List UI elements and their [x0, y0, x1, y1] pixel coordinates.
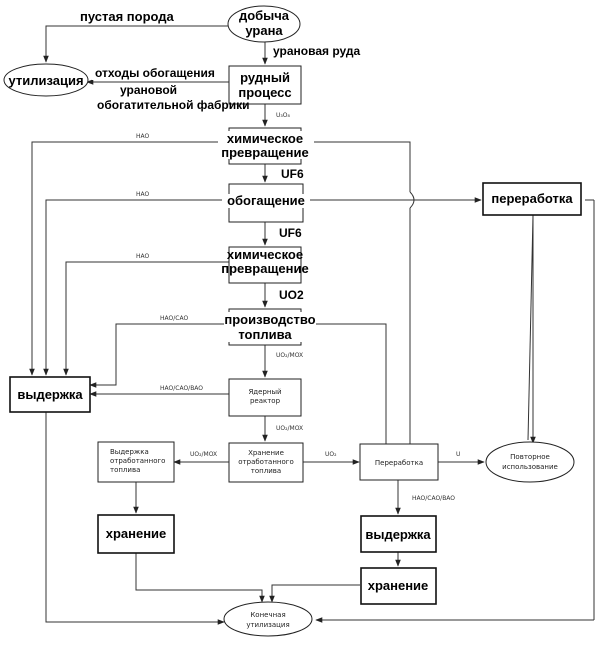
- arrow-waste-rock: [43, 25, 228, 63]
- label-hao-cao-bao-1: HAO/CAO/BAO: [160, 385, 203, 392]
- fuel-production-line-2: топлива: [238, 327, 292, 342]
- node-mining: добыча урана: [227, 5, 301, 43]
- node-ore-process: рудный процесс: [228, 65, 302, 105]
- mining-line-2: урана: [245, 23, 283, 38]
- edge-labels: пустая порода урановая руда отходы обога…: [80, 9, 460, 502]
- node-storage-left: выдержка: [9, 376, 91, 413]
- node-storage-right: хранение: [360, 567, 437, 605]
- reuse-line-2: использование: [502, 463, 558, 471]
- storage-right-label: хранение: [368, 578, 429, 593]
- label-uranium-ore: урановая руда: [273, 44, 360, 58]
- arrow-hao-cao: [89, 323, 229, 388]
- node-reuse: Повторное использование: [485, 441, 575, 483]
- arrow-decay-to-final: [45, 412, 225, 625]
- arrow-storage-right-to-final: [269, 584, 360, 603]
- spent-mid-line-1: Хранение: [248, 449, 284, 457]
- arrow-recycle-fuel: [300, 321, 387, 444]
- chem-conv-1-line-1: химическое: [227, 131, 303, 146]
- label-waste-rock: пустая порода: [80, 9, 175, 24]
- spent-left-line-1: Выдержка: [110, 448, 149, 456]
- reactor-line-1: Ядерный: [248, 388, 281, 396]
- label-hao-3: HAO: [136, 253, 150, 260]
- spent-mid-line-2: отработанного: [238, 458, 293, 466]
- node-spent-storage-mid: Хранение отработанного топлива: [228, 442, 304, 483]
- node-enrichment: обогащение: [222, 183, 310, 223]
- label-hao-cao: HAO/CAO: [160, 315, 188, 322]
- label-uo2: UO2: [279, 288, 304, 302]
- label-hao-cao-bao-2: HAO/CAO/BAO: [412, 495, 455, 502]
- label-uf6-a: UF6: [281, 167, 304, 181]
- label-tailings-2: урановой: [120, 83, 177, 97]
- line-reuse-aux: [527, 214, 534, 441]
- final-disposal-line-2: утилизация: [246, 621, 289, 629]
- storage-left-2-label: хранение: [106, 526, 167, 541]
- node-reprocessing-mid: Переработка: [359, 443, 439, 481]
- chem-conv-2-line-2: превращение: [221, 261, 308, 276]
- chem-conv-2-line-1: химическое: [227, 247, 303, 262]
- node-fuel-production: производство топлива: [224, 308, 316, 346]
- label-u-out: U: [456, 451, 460, 458]
- node-reactor: Ядерный реактор: [228, 378, 302, 417]
- mining-line-1: добыча: [239, 8, 290, 23]
- arrow-storage-to-final: [135, 553, 265, 603]
- arrow-hao-1: [29, 141, 229, 376]
- label-uo2-mox-2: UO₂/MOX: [276, 425, 303, 432]
- label-uf6-b: UF6: [279, 226, 302, 240]
- connectors: [29, 25, 595, 625]
- reprocessing-mid-label: Переработка: [375, 459, 423, 467]
- disposal-top-label: утилизация: [8, 73, 83, 88]
- arrow-hao-3: [63, 261, 229, 376]
- label-uo2-mox-1: UO₂/MOX: [276, 352, 303, 359]
- ore-process-line-2: процесс: [238, 85, 291, 100]
- chem-conv-1-line-2: превращение: [221, 145, 308, 160]
- decay-right-label: выдержка: [365, 527, 431, 542]
- storage-left-label: выдержка: [17, 387, 83, 402]
- node-final-disposal: Конечная утилизация: [223, 601, 313, 637]
- node-chem-conv-1: химическое превращение: [218, 127, 314, 165]
- label-u3o8: U₃O₈: [276, 112, 291, 119]
- reuse-line-1: Повторное: [510, 453, 550, 461]
- label-hao-2: HAO: [136, 191, 150, 198]
- line-chem1-right: [300, 141, 411, 192]
- node-chem-conv-2: химическое превращение: [221, 246, 309, 284]
- final-disposal-line-1: Конечная: [250, 611, 285, 619]
- node-storage-left-2: хранение: [97, 514, 175, 554]
- ore-process-line-1: рудный: [240, 70, 290, 85]
- fuel-production-line-1: производство: [224, 312, 315, 327]
- spent-left-line-3: топлива: [110, 466, 140, 474]
- label-tailings-3: обогатительной фабрики: [97, 98, 250, 112]
- spent-mid-line-3: топлива: [251, 467, 281, 475]
- node-decay-right: выдержка: [360, 515, 437, 553]
- reactor-line-2: реактор: [250, 397, 281, 405]
- label-hao-1: HAO: [136, 133, 150, 140]
- node-reprocessing-top: переработка: [482, 182, 582, 216]
- enrichment-label: обогащение: [227, 193, 305, 208]
- spent-left-line-2: отработанного: [110, 457, 165, 465]
- reprocessing-top-label: переработка: [491, 191, 573, 206]
- arrow-hao-2: [43, 199, 229, 376]
- label-tailings-1: отходы обогащения: [95, 66, 215, 80]
- node-spent-storage-left: Выдержка отработанного топлива: [97, 441, 175, 483]
- node-disposal-top: утилизация: [3, 63, 89, 97]
- label-uo2-mox-3: UO₂/MOX: [190, 451, 217, 458]
- label-uo2-out: UO₂: [325, 451, 337, 458]
